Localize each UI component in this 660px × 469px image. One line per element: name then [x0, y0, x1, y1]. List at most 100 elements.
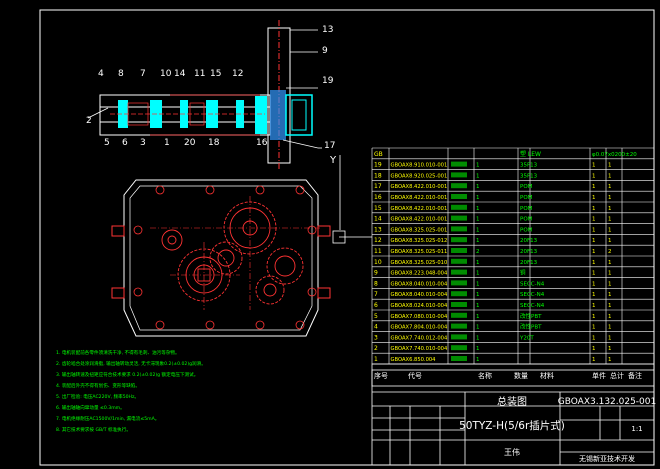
row-code: GBOAX8.325.025-001	[391, 227, 448, 233]
row-material: 35F13	[520, 163, 538, 169]
row-qty: 1	[476, 227, 480, 233]
row-code: GBOAX8.325.025-010	[391, 260, 448, 266]
row-name-block	[451, 204, 467, 210]
part-callout: 2	[86, 116, 92, 126]
row-qty: 1	[476, 238, 480, 244]
row-total: 1	[608, 357, 612, 363]
row-qty: 1	[476, 303, 480, 309]
row-unit: 1	[592, 227, 596, 233]
part-callout: 12	[232, 69, 243, 79]
row-total: 1	[608, 271, 612, 277]
hatch-block	[270, 90, 286, 140]
gear-train	[161, 201, 304, 305]
part-callout: 10	[160, 69, 172, 79]
row-qty: 1	[476, 184, 480, 190]
column-header: 数量	[514, 371, 528, 380]
row-qty: 1	[476, 217, 480, 223]
column-header: 名称	[478, 371, 492, 380]
row-name-block	[451, 269, 467, 275]
column-header: 单件	[592, 371, 606, 380]
row-total: 1	[608, 217, 612, 223]
row-number: 11	[374, 248, 382, 255]
row-unit: 1	[592, 206, 596, 212]
row-material: 铜	[520, 269, 526, 277]
row-unit: 1	[592, 249, 596, 255]
row-unit: 1	[592, 303, 596, 309]
row-number: 6	[374, 302, 378, 309]
row-number: 19	[374, 162, 382, 169]
row-qty: 1	[476, 260, 480, 266]
row-qty: 1	[476, 173, 480, 179]
top-section-view	[87, 20, 341, 230]
row-unit: 1	[592, 292, 596, 298]
header-note: φ0.07x0200±20	[592, 152, 637, 158]
row-code: GBOAX7.080.010-004	[391, 314, 448, 320]
row-name-block	[451, 183, 467, 189]
row-material: 20F13	[520, 249, 538, 255]
part-callout: 20	[184, 138, 196, 148]
row-total: 1	[608, 325, 612, 331]
row-material: SECC-N4	[520, 281, 545, 287]
part-callout: 18	[208, 138, 220, 148]
part-callout: 17	[324, 141, 335, 151]
row-material: 35F13	[520, 173, 538, 179]
part-callout: 7	[140, 69, 146, 79]
screw-bosses	[133, 185, 317, 330]
row-unit: 1	[592, 314, 596, 320]
row-total: 1	[608, 260, 612, 266]
row-name-block	[451, 302, 467, 307]
part-callout: 14	[174, 69, 186, 79]
row-total: 2	[608, 249, 612, 255]
part-callout: 1	[164, 138, 170, 148]
row-material: 20F13	[520, 260, 538, 266]
centerlines	[150, 196, 320, 310]
row-material: POM	[520, 184, 533, 190]
row-name-block	[451, 237, 467, 243]
row-unit: 1	[592, 346, 596, 352]
mounting-ear	[317, 287, 331, 299]
row-qty: 1	[476, 335, 480, 341]
tech-note-line: 7. 电机绝缘耐压AC1500V/1min, 漏电流≤5mA。	[56, 415, 159, 422]
scale-value: 1:1	[631, 425, 642, 433]
mounting-ear	[111, 287, 125, 299]
row-qty: 1	[476, 357, 480, 363]
row-unit: 1	[592, 325, 596, 331]
row-total: 1	[608, 292, 612, 298]
tech-note-line: 5. 出厂检验: 电压AC220V, 频率50Hz。	[56, 393, 139, 400]
row-unit: 1	[592, 238, 596, 244]
row-number: 3	[374, 334, 378, 341]
row-code: GBOAX8.040.010-004	[391, 292, 448, 298]
row-name-block	[451, 161, 467, 167]
row-material: 改性PBT	[520, 323, 542, 331]
row-material: POM	[520, 206, 533, 212]
column-header: 材料	[540, 371, 554, 380]
part-callout: 9	[322, 46, 328, 56]
row-unit: 1	[592, 281, 596, 287]
column-header: 总计	[610, 371, 624, 380]
row-name-block	[451, 248, 467, 253]
part-callout: 3	[140, 138, 146, 148]
section-letter: Y	[329, 155, 337, 166]
row-name-block	[451, 215, 467, 221]
row-number: 17	[374, 183, 382, 190]
drawing-number: GBOAX3.132.025-001	[558, 397, 656, 407]
row-unit: 1	[592, 184, 596, 190]
row-total: 1	[608, 173, 612, 179]
row-name-block	[451, 194, 467, 199]
row-unit: 1	[592, 195, 596, 201]
hatch-block	[118, 100, 128, 128]
row-qty: 1	[476, 195, 480, 201]
row-unit: 1	[592, 173, 596, 179]
